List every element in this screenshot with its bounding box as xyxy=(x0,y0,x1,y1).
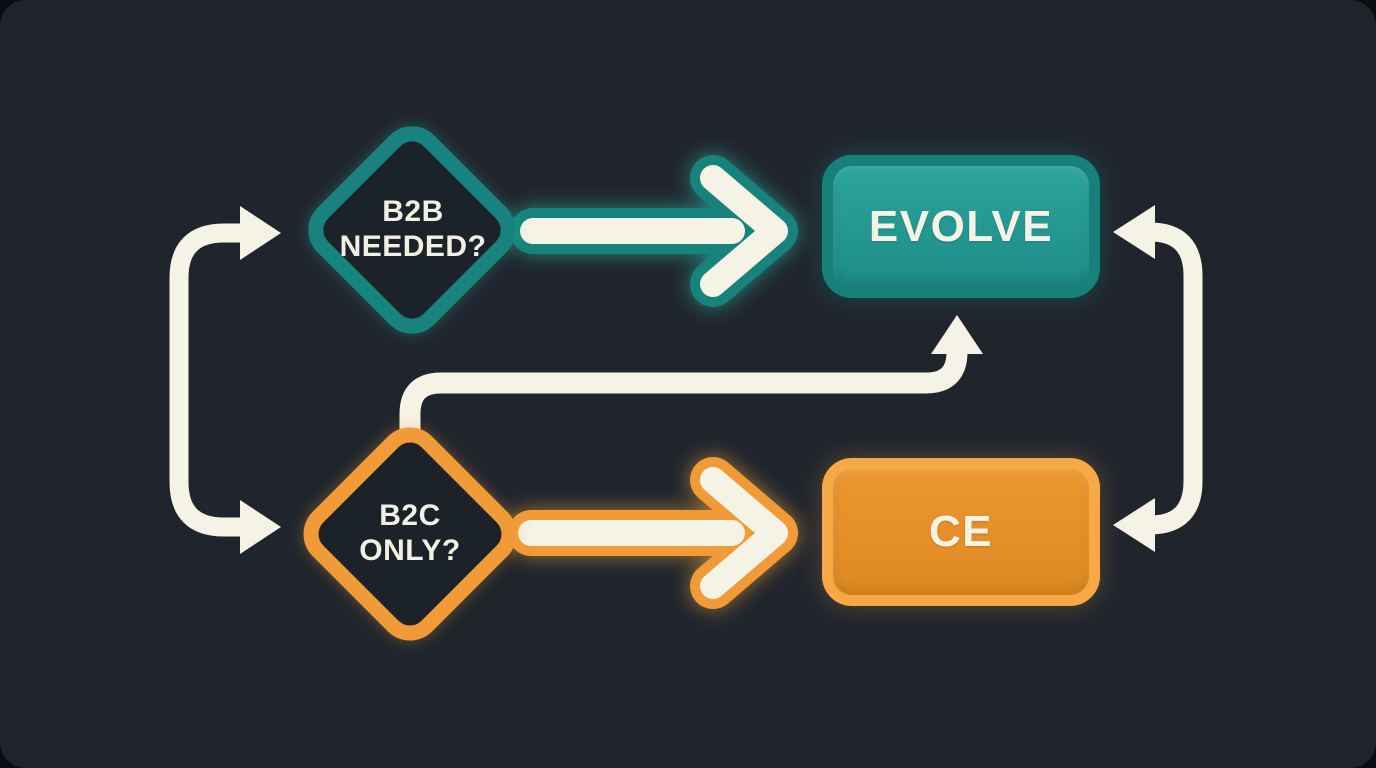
left-loop-line xyxy=(169,223,262,537)
b2c-to-ce-arrow xyxy=(508,457,798,609)
b2b-diamond-node xyxy=(308,126,516,334)
ce-node-label: CE xyxy=(928,507,994,556)
b2c-to-evolve-line xyxy=(399,339,968,459)
b2c-diamond-shape xyxy=(303,427,517,641)
b2b-arrow-core xyxy=(520,165,788,297)
b2b-diamond-label: B2B NEEDED? xyxy=(303,194,523,264)
right-loop-line xyxy=(1136,222,1203,535)
arrowhead-into-evolve-box xyxy=(1113,205,1155,259)
ce-node: CE xyxy=(822,458,1100,606)
arrowhead-into-ce-box xyxy=(1113,498,1155,552)
evolve-node: EVOLVE xyxy=(822,155,1100,298)
b2b-diamond-shape xyxy=(308,126,516,334)
b2b-label-line1: B2B xyxy=(382,195,444,228)
b2c-to-evolve-connector xyxy=(399,315,983,459)
arrowhead-into-b2b-diamond xyxy=(240,206,281,260)
evolve-node-label: EVOLVE xyxy=(868,201,1054,251)
right-loop-connector xyxy=(1113,205,1203,552)
b2c-arrow-core xyxy=(518,467,788,599)
arrowhead-into-b2c-diamond xyxy=(240,500,281,554)
b2c-diamond-label: B2C ONLY? xyxy=(300,498,520,568)
b2c-diamond-node xyxy=(303,427,517,641)
b2c-label-line2: ONLY? xyxy=(359,534,461,567)
left-loop-connector xyxy=(169,206,281,554)
arrowhead-up-into-evolve xyxy=(931,315,983,354)
b2b-to-evolve-arrow xyxy=(510,155,798,307)
b2b-label-line2: NEEDED? xyxy=(339,230,487,263)
b2c-label-line1: B2C xyxy=(379,499,441,532)
